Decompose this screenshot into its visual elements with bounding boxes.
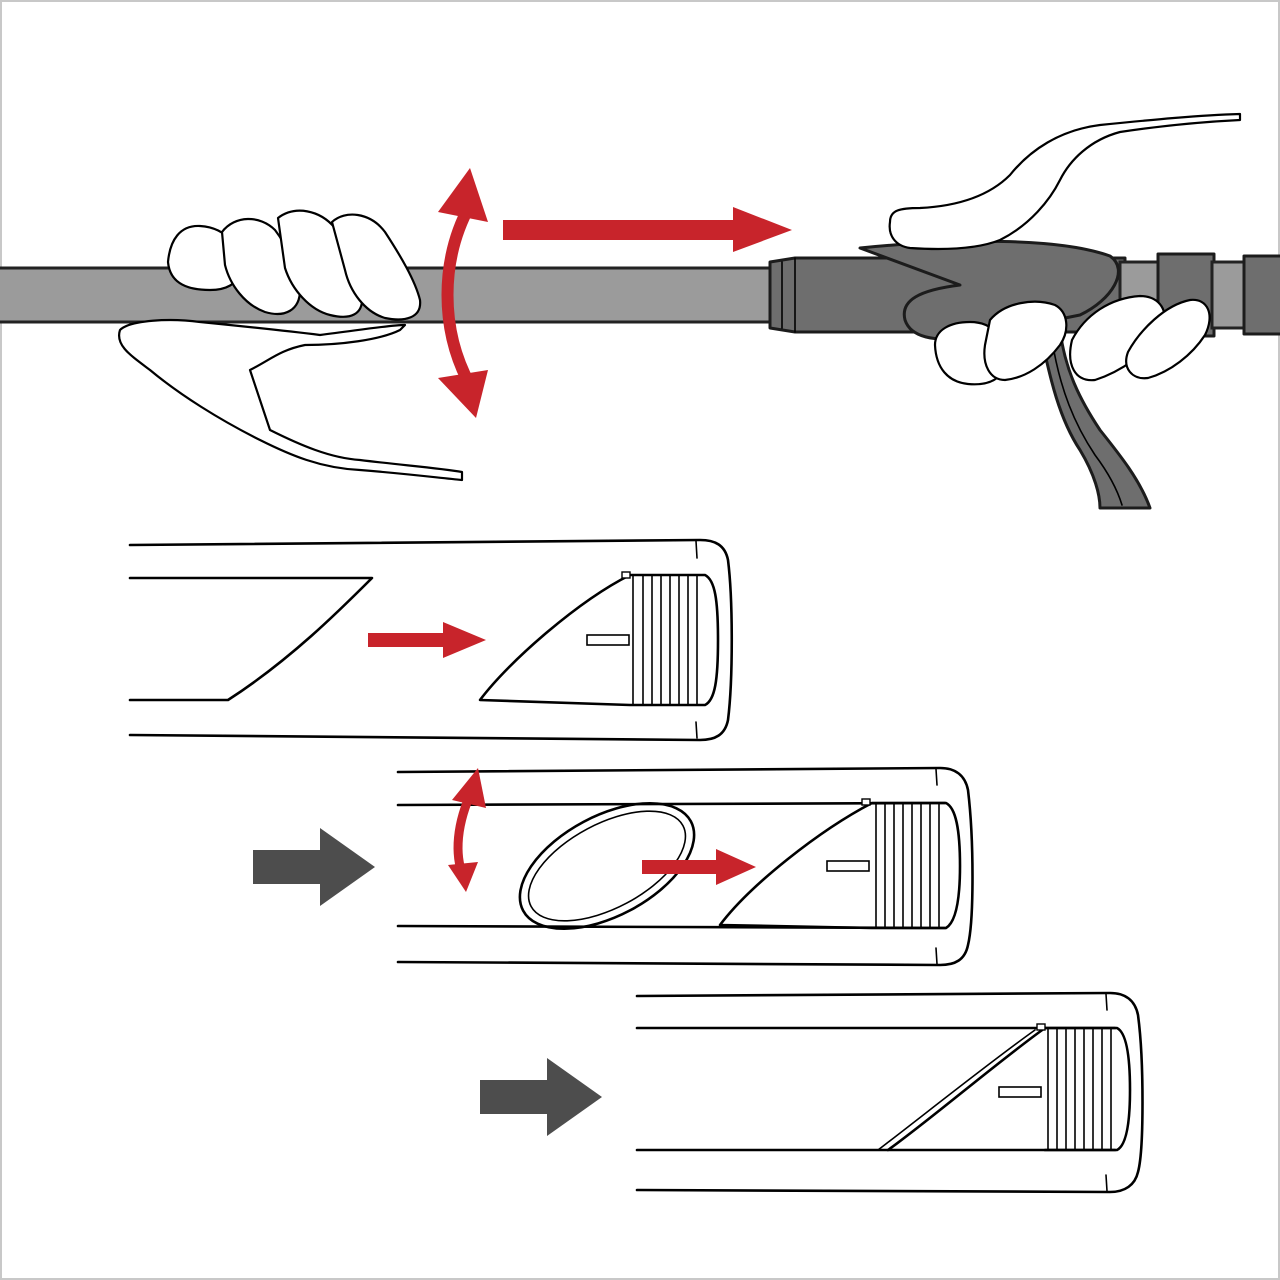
right-hand-upper [888,112,1242,251]
step-2-arrow-icon [253,828,375,906]
step-2-pull-arrow-icon [642,849,756,885]
step-1-pull-arrow-icon [368,622,486,658]
left-hand [117,209,464,482]
seal-ring [518,801,696,931]
step-3-tube [635,991,1144,1194]
rotate-arrow-icon [438,168,488,418]
step-2-tube [396,766,974,967]
right-hand-lower [933,294,1211,386]
pole-illustration [0,112,1280,510]
step-2-rotate-arrow-icon [448,768,486,892]
step-1-tube [128,538,734,742]
pull-arrow-icon [503,207,792,252]
pole-lever [1038,328,1152,510]
step-3-arrow-icon [480,1058,602,1136]
